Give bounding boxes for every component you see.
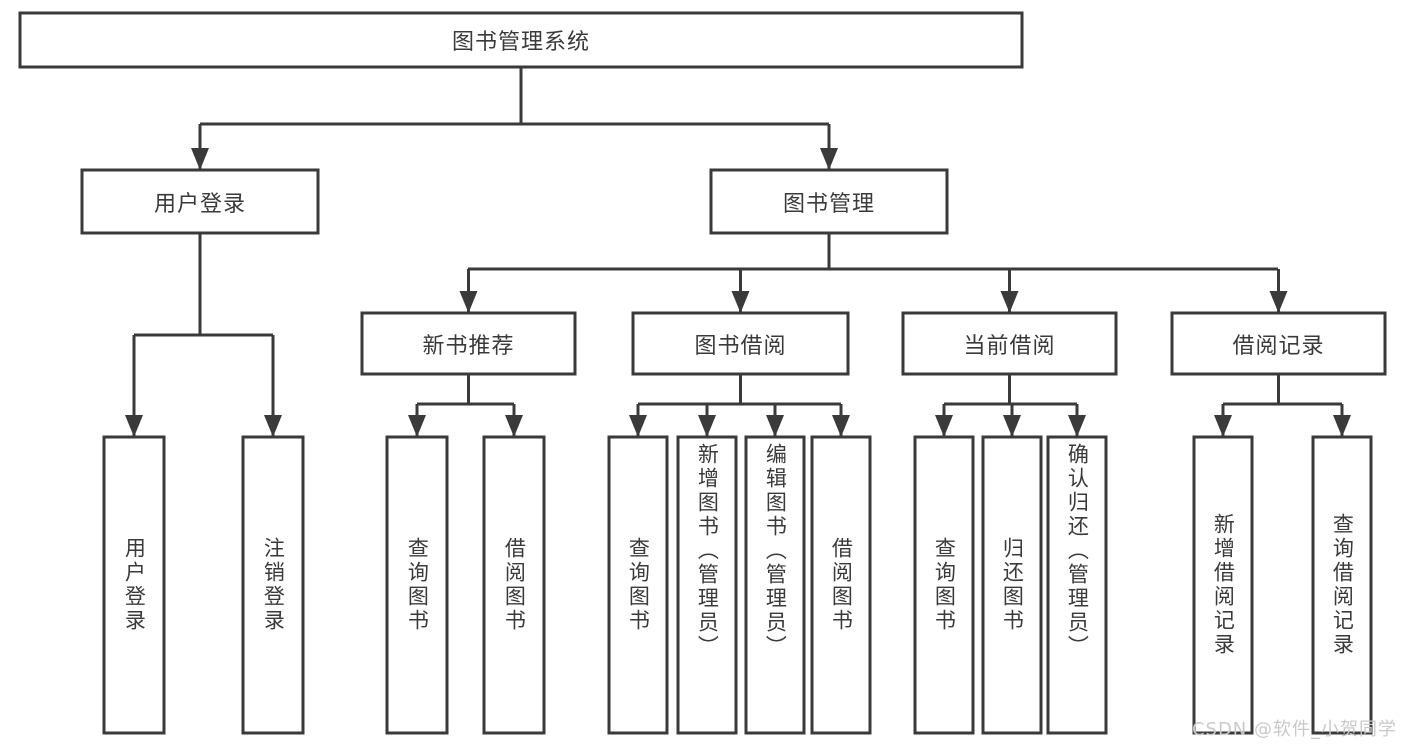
connector-layer — [125, 67, 1351, 437]
node-box-leaf-borrow-book-2[interactable] — [810, 435, 872, 735]
node-box-leaf-return-book[interactable] — [981, 435, 1043, 735]
arrow-head-icon — [1333, 415, 1351, 437]
arrow-head-icon — [408, 415, 426, 437]
node-box-new-book-rec[interactable] — [360, 311, 577, 376]
arrow-head-icon — [1003, 415, 1021, 437]
node-box-leaf-query-book-1[interactable] — [385, 435, 449, 735]
arrow-head-icon — [1000, 291, 1019, 313]
node-box-leaf-edit-book[interactable] — [744, 435, 806, 735]
arrow-head-icon — [1214, 415, 1232, 437]
arrow-head-icon — [731, 291, 750, 313]
node-box-leaf-query-book-3[interactable] — [913, 435, 975, 735]
node-box-leaf-borrow-book-1[interactable] — [482, 435, 546, 735]
node-box-root[interactable] — [18, 11, 1024, 69]
arrow-head-icon — [505, 415, 523, 437]
arrow-head-icon — [935, 415, 953, 437]
arrow-head-icon — [629, 415, 647, 437]
node-box-leaf-user-login[interactable] — [102, 435, 166, 735]
node-box-book-manage[interactable] — [709, 168, 949, 235]
arrow-head-icon — [1068, 415, 1086, 437]
node-box-book-borrow[interactable] — [631, 311, 850, 376]
arrow-head-icon — [766, 415, 784, 437]
node-box-borrow-record[interactable] — [1170, 311, 1387, 376]
arrow-head-icon — [264, 415, 282, 437]
arrow-head-icon — [698, 415, 716, 437]
node-box-leaf-logout[interactable] — [241, 435, 305, 735]
node-box-leaf-add-record[interactable] — [1192, 435, 1254, 735]
arrow-head-icon — [191, 148, 209, 170]
node-box-leaf-confirm-return[interactable] — [1046, 435, 1108, 735]
arrow-head-icon — [820, 148, 838, 170]
node-box-leaf-query-book-2[interactable] — [607, 435, 669, 735]
arrow-head-icon — [459, 291, 478, 313]
node-box-current-borrow[interactable] — [901, 311, 1118, 376]
arrow-head-icon — [125, 415, 143, 437]
node-box-user-login[interactable] — [80, 168, 320, 235]
node-box-leaf-query-record[interactable] — [1311, 435, 1373, 735]
arrow-head-icon — [832, 415, 850, 437]
node-box-leaf-add-book[interactable] — [676, 435, 738, 735]
arrow-head-icon — [1269, 291, 1288, 313]
watermark-text: CSDN @软件_小贺同学 — [1191, 719, 1397, 740]
